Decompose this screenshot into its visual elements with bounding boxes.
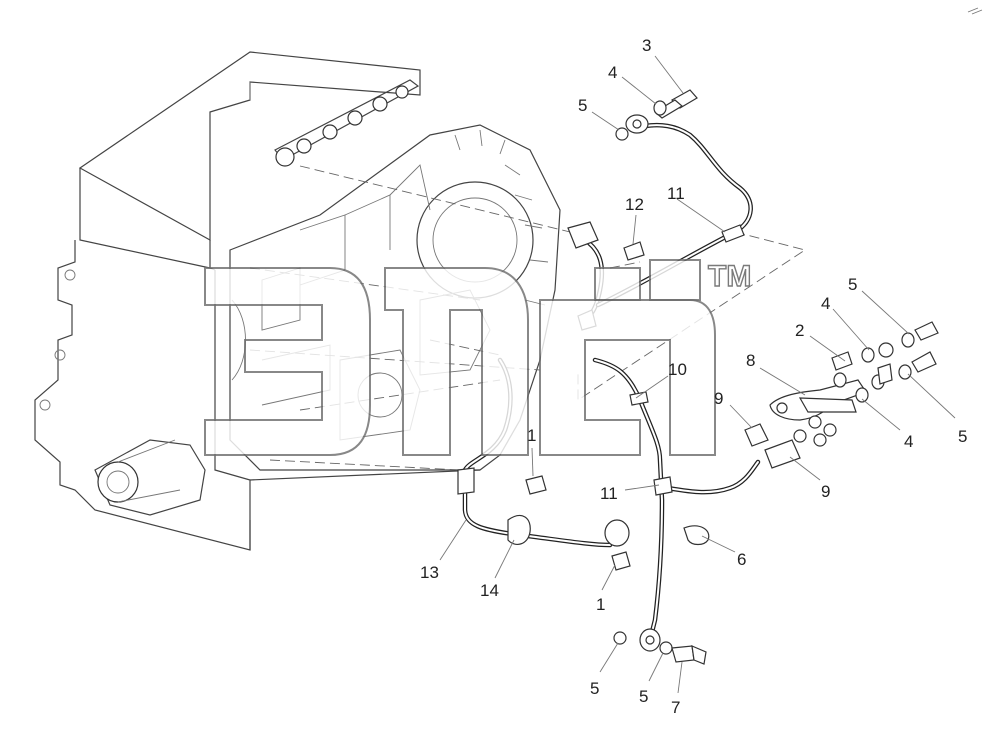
callout-4: 4 xyxy=(608,63,617,82)
callout-5: 5 xyxy=(590,679,599,698)
callout-7: 7 xyxy=(671,698,680,717)
callout-5: 5 xyxy=(639,687,648,706)
callout-1: 1 xyxy=(527,426,536,445)
callout-12: 12 xyxy=(625,195,644,214)
callout-5: 5 xyxy=(578,96,587,115)
callout-labels: 3 4 5 11 12 5 4 2 8 10 9 5 4 1 11 9 6 13… xyxy=(420,36,967,717)
callout-13: 13 xyxy=(420,563,439,582)
callout-5: 5 xyxy=(958,427,967,446)
callout-1: 1 xyxy=(596,595,605,614)
callout-leaders xyxy=(439,55,956,694)
callout-9: 9 xyxy=(821,482,830,501)
callout-14: 14 xyxy=(480,581,499,600)
callout-10: 10 xyxy=(668,360,687,379)
callout-5: 5 xyxy=(848,275,857,294)
trademark-text: TM xyxy=(708,260,751,293)
callout-6: 6 xyxy=(737,550,746,569)
callout-3: 3 xyxy=(642,36,651,55)
corner-mark xyxy=(967,7,983,15)
parts xyxy=(457,89,939,665)
callout-11: 11 xyxy=(600,484,618,503)
callout-4: 4 xyxy=(821,294,830,313)
watermark-logo xyxy=(204,259,716,456)
callout-11: 11 xyxy=(667,184,685,203)
callout-4: 4 xyxy=(904,432,913,451)
callout-2: 2 xyxy=(795,321,804,340)
callout-9: 9 xyxy=(714,389,723,408)
callout-8: 8 xyxy=(746,351,755,370)
